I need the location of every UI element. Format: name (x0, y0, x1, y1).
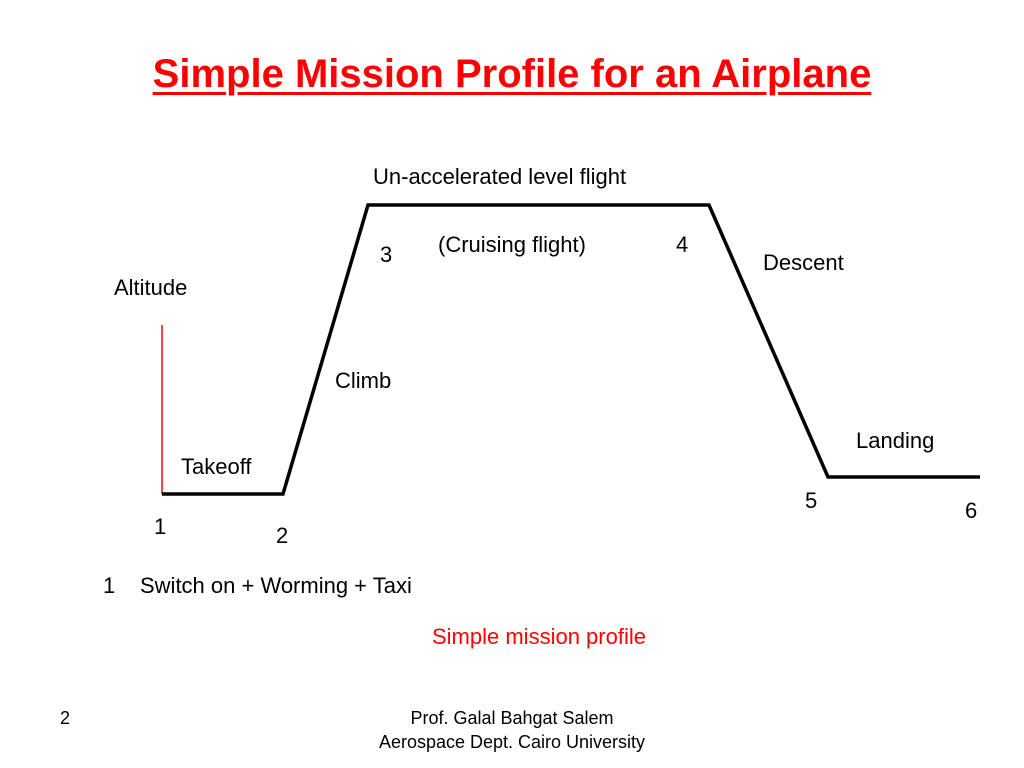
climb-label: Climb (335, 368, 392, 393)
point-label-5: 5 (805, 488, 818, 513)
note-number: 1 (103, 573, 116, 598)
diagram-caption: Simple mission profile (432, 624, 646, 649)
slide-title: Simple Mission Profile for an Airplane (152, 52, 872, 96)
footer-affiliation: Aerospace Dept. Cairo University (378, 732, 646, 752)
mission-profile-path (162, 203, 980, 496)
note-text: Switch on + Worming + Taxi (140, 573, 412, 598)
footer-author: Prof. Galal Bahgat Salem (410, 708, 614, 728)
point-label-3: 3 (380, 242, 393, 267)
altitude-label: Altitude (114, 275, 188, 300)
takeoff-label: Takeoff (181, 454, 252, 479)
level-flight-label: Un-accelerated level flight (373, 164, 627, 189)
point-label-4: 4 (676, 232, 689, 257)
cruising-flight-label: (Cruising flight) (438, 232, 586, 257)
point-label-1: 1 (154, 514, 167, 539)
point-label-2: 2 (276, 523, 289, 548)
footer: Prof. Galal Bahgat Salem Aerospace Dept.… (312, 706, 712, 754)
landing-label: Landing (856, 428, 935, 453)
descent-label: Descent (763, 250, 844, 275)
page-number: 2 (60, 708, 71, 728)
point-label-6: 6 (965, 498, 978, 523)
